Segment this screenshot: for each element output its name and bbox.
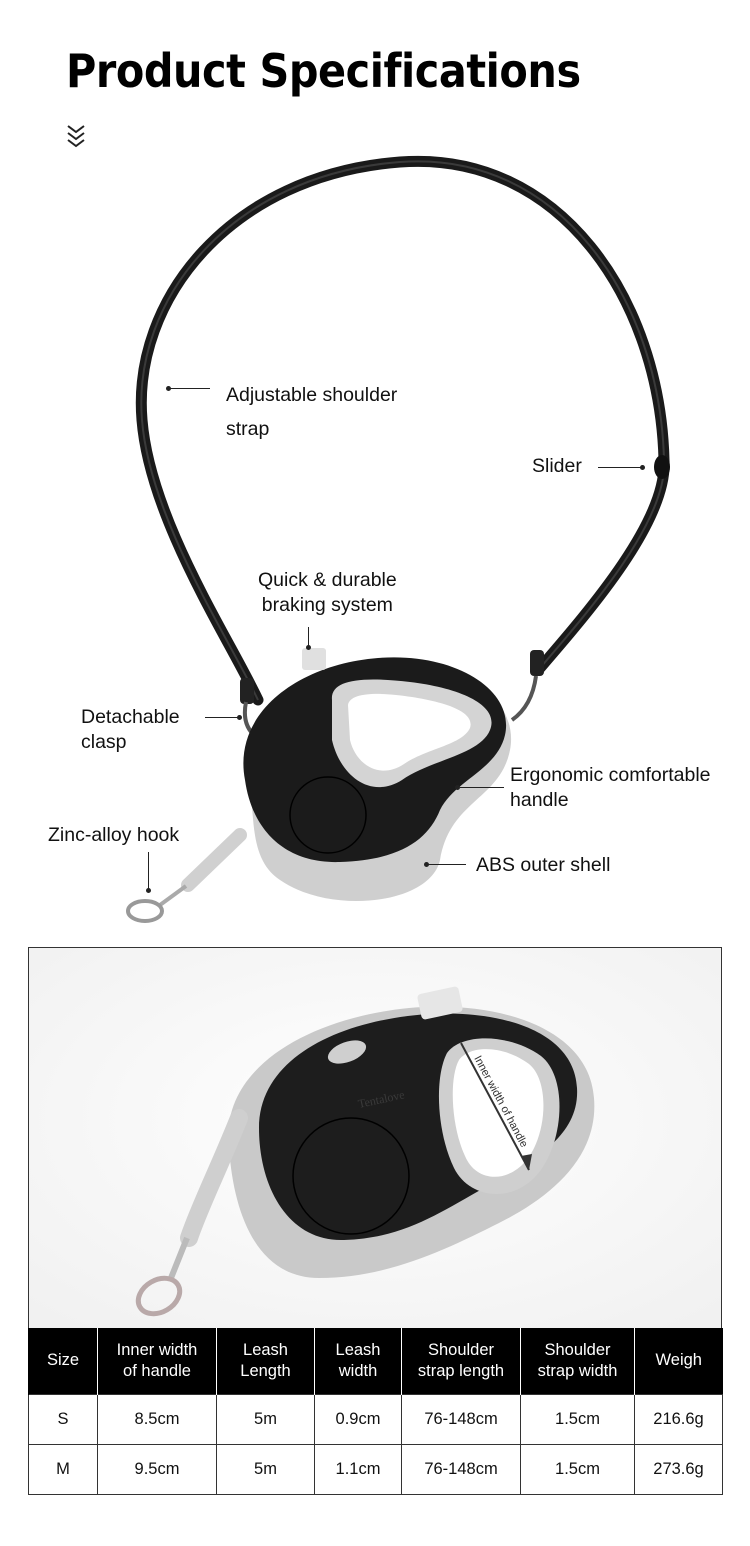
cell-strap-width: 1.5cm [520,1443,635,1495]
leader-line [460,787,504,788]
col-inner-width: Inner width of handle [97,1328,217,1394]
leader-line [170,388,210,389]
cell-strap-length: 76-148cm [401,1443,521,1495]
callout-abs-outer-shell: ABS outer shell [476,854,611,876]
leader-dot [166,386,171,391]
cell-size: S [28,1393,98,1445]
leader-line [598,467,642,468]
cell-leash-width: 0.9cm [314,1393,402,1445]
callout-shoulder-strap: Adjustable shoulder strap [226,384,398,440]
chevron-down-icon [67,125,85,148]
cell-leash-length: 5m [216,1443,315,1495]
callout-ergonomic-handle: Ergonomic comfortable handle [510,764,711,811]
cell-leash-width: 1.1cm [314,1443,402,1495]
leader-dot [455,785,460,790]
leader-dot [237,715,242,720]
table-header-row: Size Inner width of handle Leash Length … [28,1328,723,1394]
leader-dot [424,862,429,867]
col-strap-length: Shoulder strap length [401,1328,521,1394]
table-row: M 9.5cm 5m 1.1cm 76-148cm 1.5cm 273.6g [28,1443,723,1495]
cell-strap-width: 1.5cm [520,1393,635,1445]
product-photo: Inner width of handle Tentalove [28,947,722,1329]
leader-dot [306,645,311,650]
callout-braking-system: Quick & durable braking system [258,569,397,616]
leader-line [308,627,309,647]
cell-inner-width: 9.5cm [97,1443,217,1495]
col-leash-length: Leash Length [216,1328,315,1394]
leash-illustration [126,155,670,923]
col-leash-width: Leash width [314,1328,402,1394]
table-row: S 8.5cm 5m 0.9cm 76-148cm 1.5cm 216.6g [28,1393,723,1445]
leader-line [428,864,466,865]
callout-slider: Slider [532,455,582,477]
callout-zinc-alloy-hook: Zinc-alloy hook [48,824,180,846]
leader-line [205,717,239,718]
callout-detachable-clasp: Detachable clasp [81,706,180,753]
cell-inner-width: 8.5cm [97,1393,217,1445]
spec-table: Size Inner width of handle Leash Length … [28,1328,723,1495]
cell-leash-length: 5m [216,1393,315,1445]
col-size: Size [28,1328,98,1394]
page-title: Product Specifications [66,44,581,98]
col-strap-width: Shoulder strap width [520,1328,635,1394]
leader-dot [146,888,151,893]
leader-line [148,852,149,890]
cell-weigh: 216.6g [634,1393,723,1445]
cell-strap-length: 76-148cm [401,1393,521,1445]
cell-size: M [28,1443,98,1495]
cell-weigh: 273.6g [634,1443,723,1495]
col-weigh: Weigh [634,1328,723,1394]
leader-dot [640,465,645,470]
